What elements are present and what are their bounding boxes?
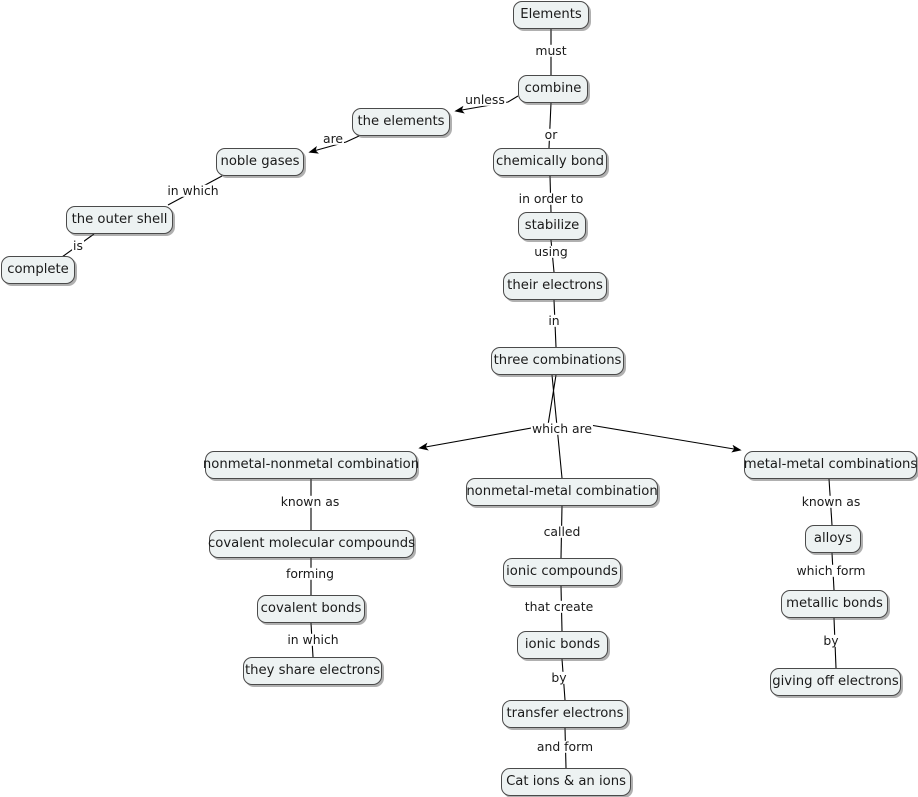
edge-label-stabilize-to-their_electrons: using xyxy=(533,243,569,259)
concept-node-covalent_mol[interactable]: covalent molecular compounds xyxy=(208,530,415,558)
concept-node-transfer_e[interactable]: transfer electrons xyxy=(502,700,628,728)
concept-node-cat_an_ions[interactable]: Cat ions & an ions xyxy=(501,768,631,796)
concept-node-noble_gases[interactable]: noble gases xyxy=(216,148,304,176)
concept-node-stabilize[interactable]: stabilize xyxy=(518,212,586,240)
edge-label-the_elements-to-noble_gases: are xyxy=(321,130,345,146)
concept-node-three_comb[interactable]: three combinations xyxy=(491,347,624,375)
edge-three_comb-to-m_m xyxy=(589,424,742,453)
concept-node-alloys[interactable]: alloys xyxy=(805,525,861,553)
edge-label-chem_bond-to-stabilize: in order to xyxy=(517,190,585,206)
edge-label-noble_gases-to-outer_shell: in which xyxy=(166,182,220,198)
concept-node-share_electrons[interactable]: they share electrons xyxy=(243,657,382,685)
concept-node-elements[interactable]: Elements xyxy=(513,1,589,29)
concept-node-metallic_bonds[interactable]: metallic bonds xyxy=(781,590,888,618)
edge-label-m_m-to-alloys: known as xyxy=(800,493,862,509)
edge-label-covalent_bonds-to-share_electrons: in which xyxy=(286,631,340,647)
concept-node-covalent_bonds[interactable]: covalent bonds xyxy=(257,595,365,623)
edge-label-nm_m-to-ionic_comp: called xyxy=(542,523,582,539)
edge-label-combine-to-chem_bond: or xyxy=(543,126,559,142)
edge-label-metallic_bonds-to-giving_off: by xyxy=(822,632,840,648)
edge-label-nm_nm-to-covalent_mol: known as xyxy=(279,493,341,509)
edge-label-elements-to-combine: must xyxy=(534,42,568,58)
concept-node-ionic_comp[interactable]: ionic compounds xyxy=(503,558,621,586)
edge-label-alloys-to-metallic_bonds: which form xyxy=(795,562,867,578)
concept-node-nm_nm[interactable]: nonmetal-nonmetal combination xyxy=(203,451,419,479)
edge-label-outer_shell-to-complete: is xyxy=(72,237,84,253)
concept-node-complete[interactable]: complete xyxy=(1,256,75,284)
edge-label-transfer_e-to-cat_an_ions: and form xyxy=(535,738,595,754)
edge-three_comb-to-nm_nm xyxy=(418,374,557,451)
concept-node-giving_off[interactable]: giving off electrons xyxy=(770,668,901,696)
concept-node-chem_bond[interactable]: chemically bond xyxy=(493,148,607,176)
concept-node-nm_m[interactable]: nonmetal-metal combination xyxy=(466,478,658,506)
concept-node-combine[interactable]: combine xyxy=(518,75,588,103)
edge-label-combine-to-the_elements: unless xyxy=(464,91,506,107)
edge-paths xyxy=(61,29,837,769)
concept-node-the_elements[interactable]: the elements xyxy=(352,108,450,136)
concept-node-ionic_bonds[interactable]: ionic bonds xyxy=(517,631,608,659)
edge-label-ionic_bonds-to-transfer_e: by xyxy=(550,669,568,685)
concept-node-m_m[interactable]: metal-metal combinations xyxy=(744,451,917,479)
edge-label-three_comb-to-nm_nm: which are xyxy=(530,420,594,436)
edge-label-ionic_comp-to-ionic_bonds: that create xyxy=(523,598,595,614)
concept-node-outer_shell[interactable]: the outer shell xyxy=(66,206,173,234)
edge-label-covalent_mol-to-covalent_bonds: forming xyxy=(284,565,336,581)
concept-node-their_electrons[interactable]: their electrons xyxy=(503,272,607,300)
edge-label-their_electrons-to-three_comb: in xyxy=(547,312,561,328)
